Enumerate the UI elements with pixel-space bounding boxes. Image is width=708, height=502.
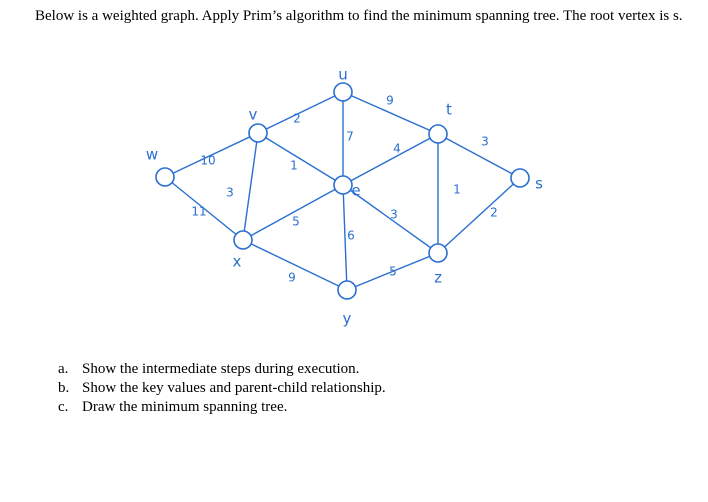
question-text: Show the key values and parent-child rel… xyxy=(82,380,386,396)
graph-node-v xyxy=(248,123,268,143)
edge-weight-x-y: 9 xyxy=(288,271,296,285)
node-label-y: y xyxy=(343,310,352,328)
graph-edge-z-s xyxy=(437,177,521,254)
question-list: a. Show the intermediate steps during ex… xyxy=(58,360,386,417)
edge-weight-w-v: 10 xyxy=(200,154,215,168)
question-marker: b. xyxy=(58,380,70,396)
question-text: Show the intermediate steps during execu… xyxy=(82,361,360,377)
graph-edge-y-z xyxy=(346,252,439,291)
graph-node-w xyxy=(155,167,175,187)
node-label-t: t xyxy=(446,101,452,119)
graph-nodes xyxy=(155,82,530,300)
node-label-x: x xyxy=(233,253,242,271)
edge-weight-z-s: 2 xyxy=(490,206,498,220)
question-item: b. Show the key values and parent-child … xyxy=(58,379,386,398)
graph-edge-e-z xyxy=(342,184,439,254)
graph-edge-e-t xyxy=(342,133,439,186)
graph-node-t xyxy=(428,124,448,144)
graph-node-x xyxy=(233,230,253,250)
question-item: a. Show the intermediate steps during ex… xyxy=(58,360,386,379)
graph-edge-e-y xyxy=(342,184,348,291)
node-label-e: e xyxy=(351,182,360,200)
edge-weight-x-e: 5 xyxy=(292,215,300,229)
question-text: Draw the minimum spanning tree. xyxy=(82,399,288,415)
question-marker: a. xyxy=(58,361,69,377)
edge-weight-v-e: 1 xyxy=(290,159,298,173)
graph-edge-x-y xyxy=(242,239,348,291)
edge-weight-u-t: 9 xyxy=(386,94,394,108)
node-label-w: w xyxy=(146,146,158,164)
question-marker: c. xyxy=(58,399,69,415)
node-label-s: s xyxy=(535,175,543,193)
graph-edge-weights: 10 11 3 2 1 5 9 7 9 4 6 3 5 1 3 2 xyxy=(191,94,497,285)
graph-edge-w-x xyxy=(164,176,244,241)
graph-node-y xyxy=(337,280,357,300)
node-label-u: u xyxy=(338,66,348,84)
edge-weight-w-x: 11 xyxy=(191,205,206,219)
node-label-z: z xyxy=(434,269,442,287)
graph-node-z xyxy=(428,243,448,263)
graph-edge-v-e xyxy=(257,132,344,186)
node-label-v: v xyxy=(249,106,258,124)
graph-edge-u-t xyxy=(342,91,439,135)
edge-weight-e-z: 3 xyxy=(390,208,398,222)
edge-weight-t-z: 1 xyxy=(453,183,461,197)
graph-edge-v-x xyxy=(242,132,259,241)
edge-weight-v-x: 3 xyxy=(226,186,234,200)
graph-edge-x-e xyxy=(242,184,344,241)
edge-weight-e-t: 4 xyxy=(393,142,401,156)
graph-node-u xyxy=(333,82,353,102)
problem-statement: Below is a weighted graph. Apply Prim’s … xyxy=(35,8,683,24)
edge-weight-e-y: 6 xyxy=(347,229,355,243)
graph-edges xyxy=(164,91,521,291)
edge-weight-v-u: 2 xyxy=(293,112,301,126)
graph-node-e xyxy=(333,175,353,195)
edge-weight-u-e: 7 xyxy=(346,130,354,144)
question-item: c. Draw the minimum spanning tree. xyxy=(58,398,386,417)
graph-edge-w-v xyxy=(164,132,259,178)
graph-edge-v-u xyxy=(257,91,344,134)
graph-node-labels: w v x u e y t z s xyxy=(146,66,543,328)
graph-node-s xyxy=(510,168,530,188)
edge-weight-t-s: 3 xyxy=(481,135,489,149)
edge-weight-y-z: 5 xyxy=(389,265,397,279)
graph-edge-t-s xyxy=(437,133,521,179)
